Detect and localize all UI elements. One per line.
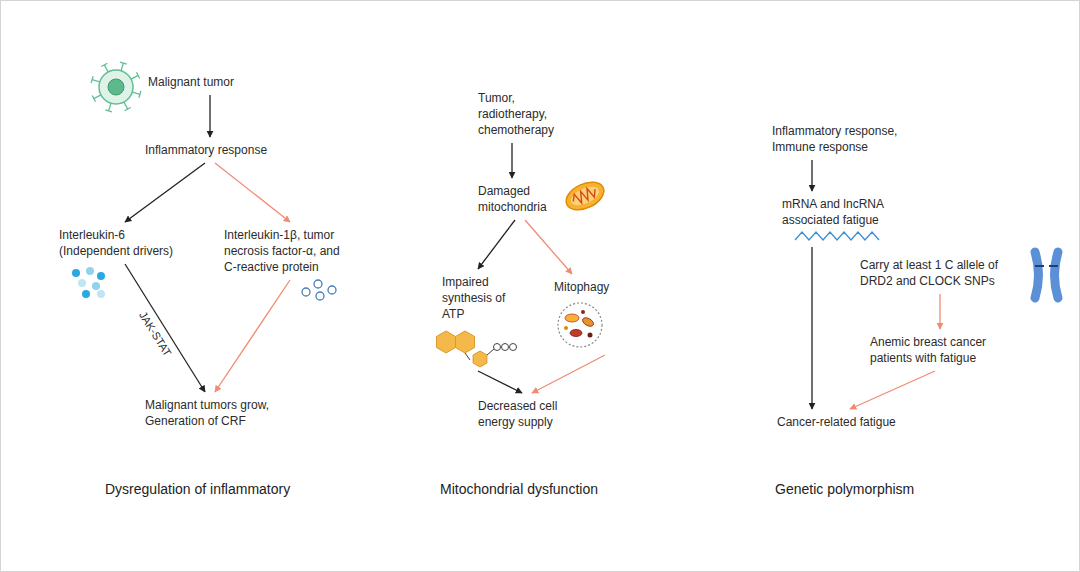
text-node: Impaired synthesis of ATP — [440, 272, 515, 368]
text-node: Mitophagy — [552, 277, 617, 352]
node-text: mRNA and lncRNA associated fatigue — [782, 196, 903, 228]
node-text: Tumor, radiotherapy, chemotherapy — [478, 90, 569, 138]
node-text: Cancer-related fatigue — [777, 414, 923, 430]
chromosome-icon — [1035, 252, 1058, 298]
mitophagy-icon — [558, 303, 602, 347]
cytokine-dots-icon — [72, 267, 105, 298]
arrow-connector — [125, 163, 205, 222]
rna-wave-icon — [795, 232, 879, 240]
arrow-connector — [125, 264, 205, 392]
node-text: Anemic breast cancer patients with fatig… — [870, 334, 1011, 366]
text-node: Inflammatory response — [143, 140, 293, 160]
node-text: Interleukin-1β, tumor necrosis factor-α,… — [224, 227, 348, 275]
atp-molecule-icon — [437, 331, 517, 367]
text-node: Malignant tumors grow, Generation of CRF — [143, 395, 293, 431]
arrow-connector — [532, 355, 605, 393]
node-text: Carry at least 1 C allele of DRD2 and CL… — [860, 257, 1021, 289]
node-text: Impaired synthesis of ATP — [442, 274, 513, 322]
text-node: Malignant tumor — [146, 72, 266, 92]
cytokine-circles-icon — [302, 280, 336, 300]
text-node: Cancer-related fatigue — [775, 412, 925, 432]
text-node: Tumor, radiotherapy, chemotherapy — [476, 88, 571, 140]
text-node: mRNA and lncRNA associated fatigue — [780, 194, 905, 244]
text-node: Inflammatory response, Immune response — [770, 121, 920, 157]
panel-caption: Mitochondrial dysfunction — [440, 481, 598, 497]
arrow-connector — [478, 220, 515, 269]
node-text: Interleukin-6 (Independent drivers) — [59, 227, 195, 259]
node-text: Inflammatory response, Immune response — [772, 123, 918, 155]
node-text: Malignant tumors grow, Generation of CRF — [145, 397, 291, 429]
tumor-cell-icon — [91, 62, 141, 112]
arrow-connector — [478, 371, 522, 393]
arrow-connector — [525, 220, 572, 274]
node-text: Mitophagy — [554, 279, 615, 295]
node-text: Damaged mitochondria — [478, 183, 554, 215]
arrow-connector — [215, 280, 290, 392]
text-node: Interleukin-6 (Independent drivers) — [57, 225, 197, 261]
text-node: Carry at least 1 C allele of DRD2 and CL… — [858, 255, 1023, 291]
text-node: Anemic breast cancer patients with fatig… — [868, 332, 1013, 368]
arrow-connector — [811, 160, 812, 191]
node-text: Inflammatory response — [145, 142, 291, 158]
node-text: Malignant tumor — [148, 74, 264, 90]
panel-caption: Dysregulation of inflammatory — [105, 481, 290, 497]
arrow-connector — [209, 95, 210, 137]
mitochondrion-icon — [562, 177, 608, 216]
text-node: Decreased cell energy supply — [476, 396, 581, 432]
panel-caption: Genetic polymorphism — [775, 481, 914, 497]
text-node: Damaged mitochondria — [476, 181, 556, 217]
text-node: Interleukin-1β, tumor necrosis factor-α,… — [222, 225, 350, 277]
arrow-connector — [939, 294, 940, 329]
node-text: Decreased cell energy supply — [478, 398, 579, 430]
arrow-connector — [215, 163, 290, 222]
arrow-connector — [511, 143, 512, 178]
arrow-connector — [850, 371, 935, 409]
arrow-connector — [811, 247, 812, 409]
